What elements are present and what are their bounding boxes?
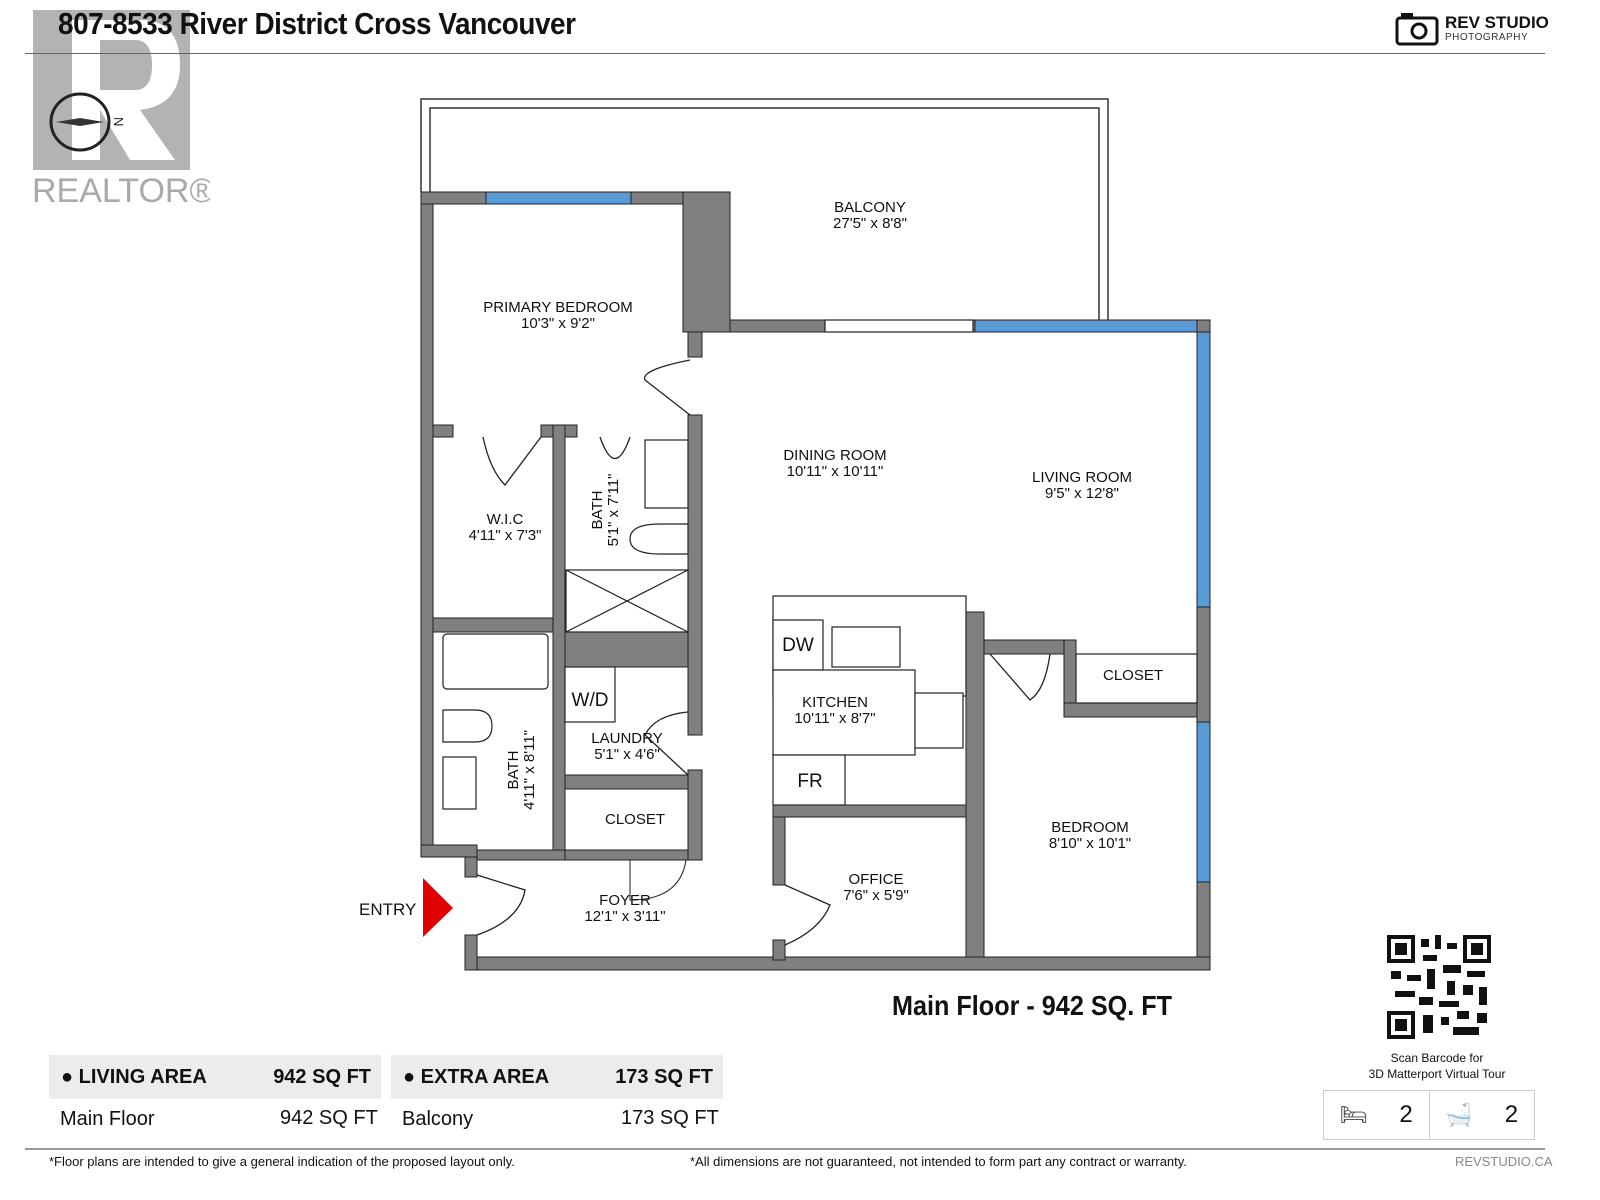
realtor-text: REALTOR®: [32, 172, 210, 210]
fridge-label: FR: [797, 771, 823, 792]
page-title: 807-8533 River District Cross Vancouver: [58, 6, 576, 41]
washer-dryer-label: W/D: [571, 690, 609, 711]
bed-icon: 🛏: [1339, 1102, 1368, 1127]
property-stats: 🛏2 🛁2: [1323, 1090, 1535, 1140]
svg-text:N: N: [111, 117, 126, 126]
fixtures: [442, 319, 1198, 810]
qr-code[interactable]: [1387, 935, 1491, 1039]
floor-total: Main Floor - 942 SQ. FT: [892, 990, 1173, 1021]
bathtub-icon: 🛁: [1445, 1102, 1473, 1127]
bathrooms-stat: 🛁2: [1428, 1091, 1535, 1139]
main-floor-value: 942 SQ FT: [280, 1107, 378, 1129]
entry-label: ENTRY: [359, 900, 417, 919]
room-closet-2: CLOSET: [1102, 667, 1164, 684]
brand-sub: PHOTOGRAPHY: [1445, 31, 1529, 43]
entry-arrow-icon: [423, 878, 453, 937]
divider: [25, 53, 1545, 54]
walls: [420, 191, 1211, 971]
balcony-outline: [420, 98, 1109, 320]
main-floor-label: Main Floor: [60, 1108, 155, 1130]
room-closet-1: CLOSET: [604, 811, 666, 828]
compass-icon: N: [49, 92, 126, 152]
doors: [476, 359, 1051, 946]
balcony-value: 173 SQ FT: [621, 1107, 719, 1129]
divider: [25, 1148, 1545, 1150]
footer-disclaimer-left: *Floor plans are intended to give a gene…: [49, 1154, 515, 1169]
brand-name: REV STUDIO: [1445, 12, 1549, 32]
camera-icon: [1395, 13, 1439, 46]
bedrooms-stat: 🛏2: [1339, 1101, 1413, 1128]
balcony-label: Balcony: [402, 1108, 474, 1130]
footer-disclaimer-center: *All dimensions are not guaranteed, not …: [690, 1154, 1187, 1169]
footer-website[interactable]: REVSTUDIO.CA: [1455, 1154, 1553, 1169]
windows: [485, 191, 1211, 883]
dishwasher-label: DW: [782, 635, 814, 656]
